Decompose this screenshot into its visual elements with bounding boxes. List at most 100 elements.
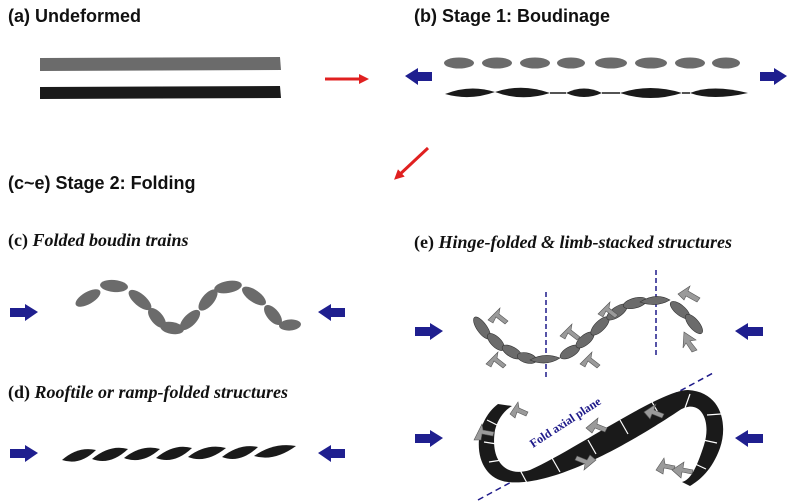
folded-boudin: [279, 319, 301, 331]
shear-sense-arrow: [643, 403, 665, 420]
boudin-separation: [619, 419, 629, 435]
folded-boudin: [100, 279, 128, 293]
gray-boudin: [712, 57, 740, 69]
compression-arrow-e2-right: [735, 430, 763, 447]
label-c-folded-boudin-trains: (c) Folded boudin trains: [8, 230, 189, 251]
gray-boudin: [595, 57, 627, 69]
label-ce-folding: (c~e) Stage 2: Folding: [8, 173, 196, 194]
folded-boudin: [214, 280, 242, 294]
compression-arrow-b-left: [405, 68, 432, 85]
boudin-separation: [519, 469, 528, 484]
gray-boudin: [482, 57, 512, 69]
folded-boudin: [179, 309, 201, 331]
shear-sense-arrow: [671, 461, 694, 479]
boudin-separation: [684, 393, 691, 409]
boudin-separation: [702, 439, 718, 444]
shear-sense-arrow: [574, 454, 597, 471]
compression-arrow-c-right: [318, 304, 345, 321]
shear-sense-arrow: [597, 301, 619, 319]
panel-d-rooftile: [10, 445, 345, 462]
shear-sense-arrow: [487, 307, 509, 325]
rooftile-boudin: [92, 447, 128, 462]
compression-arrow-e1-right: [735, 323, 763, 340]
black-boudin-necked: [620, 88, 682, 98]
hinge-boudin: [685, 313, 703, 335]
boudin-separation: [692, 462, 707, 470]
black-boudin-necked: [566, 88, 602, 97]
label-d-rooftile: (d) Rooftile or ramp-folded structures: [8, 382, 288, 403]
shear-sense-arrow: [509, 401, 529, 419]
label-e-prefix: (e): [414, 232, 434, 252]
compression-arrow-c-left: [10, 304, 38, 321]
limb-boudin-separations: [483, 393, 722, 484]
panel-b-boudinage: [405, 57, 787, 98]
hinge-folded-boudins: [473, 296, 703, 364]
shear-sense-arrow: [682, 331, 698, 353]
label-ce-text: Stage 2: Folding: [55, 173, 196, 193]
label-c-text: Folded boudin trains: [32, 230, 189, 250]
label-c-prefix: (c): [8, 230, 28, 250]
stage-arrows: [325, 74, 430, 180]
boudin-separation: [486, 419, 500, 427]
black-boudin-necked: [445, 88, 495, 98]
folded-boudin: [242, 286, 266, 306]
label-ce-prefix: (c~e): [8, 173, 51, 193]
gray-boudin: [444, 57, 474, 69]
gray-boudin: [635, 57, 667, 69]
label-a-text: Undeformed: [35, 6, 142, 26]
folded-boudin: [128, 289, 152, 311]
shear-sense-arrow: [559, 323, 581, 341]
black-boudin-necked: [495, 87, 550, 98]
shear-sense-arrow: [579, 351, 601, 369]
panel-e-hinge-folded: [415, 270, 763, 380]
hinge-boudin: [529, 355, 561, 364]
label-e-hinge-folded: (e) Hinge-folded & limb-stacked structur…: [414, 232, 732, 253]
folded-gray-boudins: [75, 279, 301, 335]
compression-arrow-b-right: [760, 68, 787, 85]
shear-sense-arrow: [485, 351, 507, 369]
undeformed-gray-layer: [40, 57, 281, 71]
boudin-separation: [483, 441, 498, 445]
boudin-separation: [706, 413, 722, 416]
folded-boudin: [148, 308, 166, 328]
shear-sense-arrow: [585, 417, 608, 434]
rooftile-boudin: [188, 446, 226, 460]
rooftile-boudin: [254, 445, 296, 458]
folded-boudin: [160, 321, 184, 335]
rooftile-boudin: [222, 446, 258, 460]
compression-arrow-d-left: [10, 445, 38, 462]
panel-e-limb-stacked: Fold axial plane: [415, 371, 763, 501]
label-b-prefix: (b): [414, 6, 437, 26]
undeformed-black-layer: [40, 86, 281, 99]
hinge-boudin: [639, 296, 671, 305]
rooftile-boudins: [62, 445, 296, 462]
label-b-boudinage: (b) Stage 1: Boudinage: [414, 6, 610, 27]
compression-arrow-d-right: [318, 445, 345, 462]
black-boudins: [445, 87, 748, 98]
shear-sense-arrow: [473, 423, 495, 441]
shear-arrows-lower: [473, 401, 694, 479]
gray-boudin: [557, 57, 585, 69]
label-a-undeformed: (a) Undeformed: [8, 6, 141, 27]
panel-c-folded-boudin-trains: [10, 279, 345, 335]
gray-boudins: [444, 57, 740, 69]
rooftile-boudin: [124, 447, 160, 461]
gray-boudin: [675, 57, 705, 69]
rooftile-boudin: [62, 449, 96, 462]
folded-boudin: [198, 289, 218, 311]
panel-a-undeformed: [40, 57, 281, 99]
folded-boudin: [75, 289, 101, 307]
label-b-text: Stage 1: Boudinage: [442, 6, 611, 26]
shear-arrows-upper: [485, 285, 701, 369]
label-a-prefix: (a): [8, 6, 30, 26]
label-d-text: Rooftile or ramp-folded structures: [34, 382, 289, 402]
compression-arrow-e1-left: [415, 323, 443, 340]
gray-boudin: [520, 57, 550, 69]
boudin-separation: [488, 459, 503, 463]
rooftile-boudin: [156, 446, 192, 461]
compression-arrow-e2-left: [415, 430, 443, 447]
label-d-prefix: (d): [8, 382, 30, 402]
folded-boudin: [264, 305, 282, 325]
